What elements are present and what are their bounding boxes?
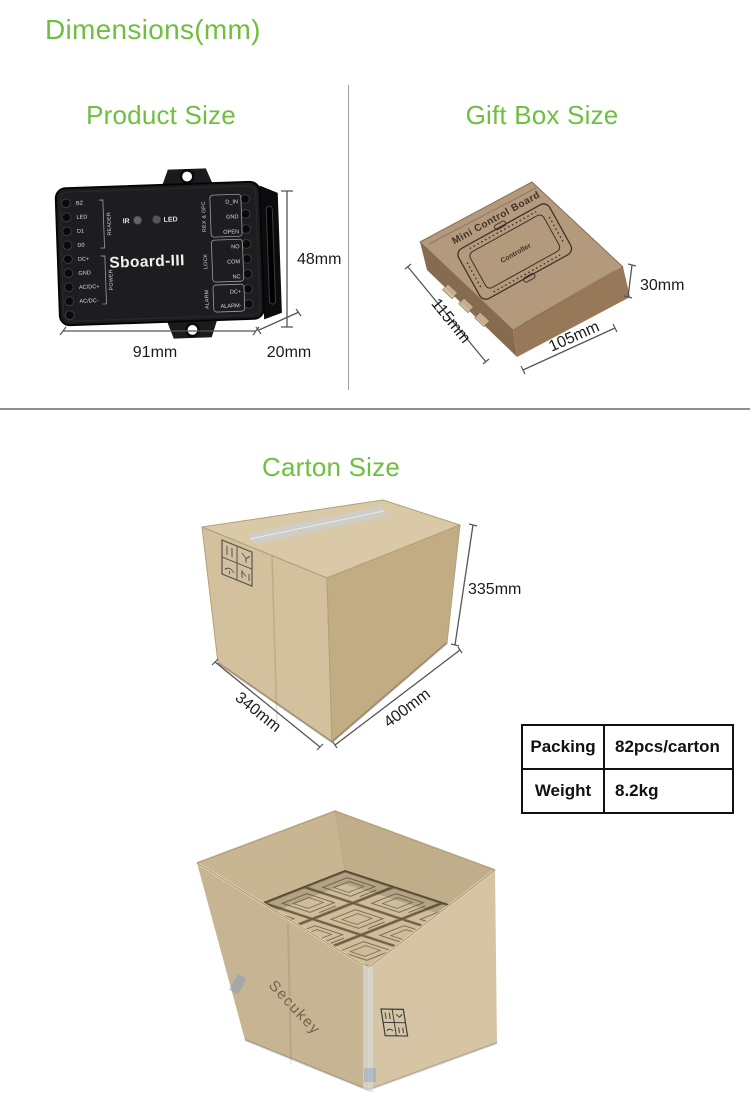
pin-label: BZ	[76, 201, 84, 207]
status-indicators: IR LED	[123, 214, 178, 226]
giftbox-photo: Mini Control Board Controller 115mm 105m…	[404, 181, 684, 375]
pin-label: LED	[76, 215, 87, 221]
pin-label: AC/DC-	[79, 298, 99, 305]
giftbox-size-title: Gift Box Size	[465, 100, 619, 130]
outer-face-right	[368, 870, 497, 1090]
pin-label: AC/DC+	[79, 284, 100, 291]
alarm-pin-group: DC+ ALARM- ALARM	[204, 283, 246, 313]
controller-device: BZ LED D1 D0 READER DC+ GND AC/DC+ AC/DC…	[54, 168, 282, 339]
pin-label: D0	[77, 243, 84, 249]
pin-label: NC	[232, 274, 240, 280]
open-carton: Secukey	[196, 810, 498, 1093]
power-group-label: POWER	[108, 269, 115, 290]
terminal-holes-right	[240, 194, 254, 309]
pin-label: NO	[231, 244, 240, 250]
model-label: Sboard-III	[109, 252, 185, 272]
rex-group-label: REX & GPC	[201, 201, 208, 232]
packing-value: 82pcs/carton	[603, 724, 734, 770]
rex-pin-group: D_IN GND OPEN REX & GPC	[201, 193, 243, 238]
pin-label: D_IN	[225, 199, 238, 205]
product-dimension-annotations: 48mm 91mm 20mm	[59, 190, 341, 361]
weight-label: Weight	[521, 768, 605, 814]
pin-label: DC+	[78, 256, 90, 262]
dim-height-label: 30mm	[640, 277, 684, 294]
pin-label: GND	[78, 270, 91, 276]
side-label-marks	[442, 283, 490, 328]
open-carton-photo: Secukey	[196, 810, 498, 1093]
outer-face-left	[197, 863, 368, 1090]
tape-strip-icon	[363, 965, 373, 1093]
inner-wall-right	[335, 811, 495, 918]
reader-group-label: READER	[106, 212, 113, 236]
carton-photo: 335mm 340mm 400mm	[201, 499, 521, 751]
lock-pin-group: NO COM NC LOCK	[203, 238, 245, 283]
table-row: Packing 82pcs/carton	[521, 724, 734, 770]
dim-width-label: 91mm	[133, 344, 177, 361]
blue-label	[228, 974, 247, 995]
dim-depth-label: 20mm	[267, 344, 311, 361]
table-row: Weight 8.2kg	[521, 768, 734, 814]
pin-label: COM	[227, 259, 241, 265]
vertical-divider	[348, 85, 349, 390]
alarm-group-label: ALARM	[204, 290, 211, 310]
mounting-ear-bottom-icon	[167, 320, 218, 339]
pin-label: DC+	[230, 289, 242, 295]
product-photo: BZ LED D1 D0 READER DC+ GND AC/DC+ AC/DC…	[54, 168, 341, 361]
lock-group-label: LOCK	[203, 253, 210, 269]
pin-label: ALARM-	[220, 303, 241, 310]
page-title: Dimensions(mm)	[45, 14, 261, 45]
device-side-face	[259, 185, 282, 320]
power-pin-group: DC+ GND AC/DC+ AC/DC- POWER	[78, 255, 115, 305]
blue-label	[364, 1068, 376, 1082]
shipping-marks-icon	[221, 539, 253, 587]
closed-carton	[201, 499, 461, 744]
product-size-title: Product Size	[86, 100, 236, 130]
packing-label: Packing	[521, 724, 605, 770]
terminal-holes-left	[61, 198, 75, 321]
reader-pin-group: BZ LED D1 D0 READER	[76, 199, 113, 249]
led-indicator-label: LED	[163, 216, 177, 223]
giftbox-box: Mini Control Board Controller	[419, 181, 630, 357]
shipping-marks-icon	[380, 1008, 409, 1037]
pin-label: D1	[77, 229, 84, 235]
dim-height-label: 335mm	[468, 581, 521, 598]
carton-size-title: Carton Size	[261, 452, 401, 482]
pin-label: GND	[226, 214, 239, 220]
mounting-ear-top-icon	[162, 168, 213, 185]
packing-spec-table: Packing 82pcs/carton Weight 8.2kg	[521, 724, 734, 814]
ir-led-icon	[132, 215, 143, 226]
device-body	[54, 180, 265, 327]
status-led-icon	[151, 214, 162, 225]
weight-value: 8.2kg	[603, 768, 734, 814]
ir-indicator-label: IR	[123, 218, 130, 225]
dim-height-label: 48mm	[297, 251, 341, 268]
horizontal-divider	[0, 408, 750, 410]
pin-label: OPEN	[223, 229, 239, 236]
tape-strip-icon	[248, 506, 388, 544]
